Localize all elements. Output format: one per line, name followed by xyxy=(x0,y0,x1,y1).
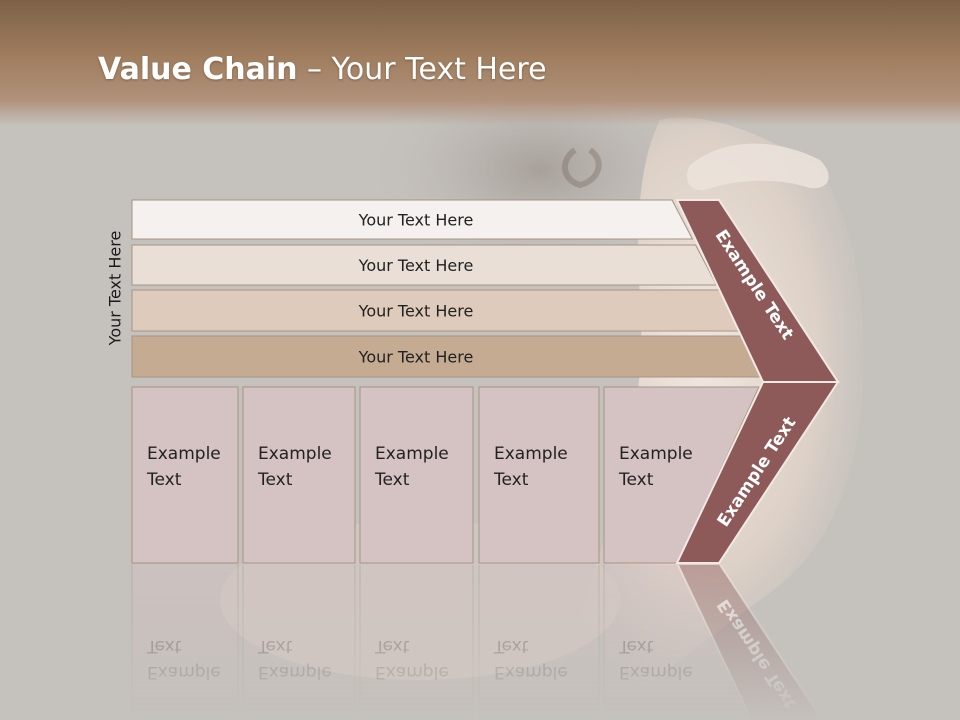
svg-text:Text: Text xyxy=(618,636,654,656)
svg-text:Text: Text xyxy=(146,636,182,656)
svg-text:Text: Text xyxy=(493,636,529,656)
box-reflection: Example Text xyxy=(359,562,474,720)
page-title: Value Chain – Your Text Here xyxy=(98,52,547,87)
boxes-group: ExampleTextExampleTextExampleTextExample… xyxy=(131,386,760,564)
box-shape xyxy=(242,386,356,564)
box-shape xyxy=(359,386,474,564)
box-label-line1: Example xyxy=(147,444,221,464)
svg-text:Text: Text xyxy=(374,636,410,656)
svg-text:Example: Example xyxy=(258,662,332,682)
bar-label: Your Text Here xyxy=(358,256,474,275)
svg-text:Example: Example xyxy=(147,662,221,682)
svg-text:Example: Example xyxy=(619,662,693,682)
box-label-line1: Example xyxy=(494,444,568,464)
svg-text:Text: Text xyxy=(257,636,293,656)
bar-1: Your Text Here xyxy=(131,199,694,240)
box-label-line2: Text xyxy=(146,470,182,490)
box-label-line2: Text xyxy=(618,470,654,490)
bar-label: Your Text Here xyxy=(358,211,474,230)
bar-label: Your Text Here xyxy=(358,348,474,367)
svg-text:Example: Example xyxy=(375,662,449,682)
bar-shape xyxy=(131,199,694,240)
title-rest: – Your Text Here xyxy=(297,52,547,87)
box-shape xyxy=(131,386,239,564)
reflection: ExampleTextExampleTextExampleTextExample… xyxy=(131,562,824,720)
box-reflection: Example Text xyxy=(603,562,751,720)
box-label-line2: Text xyxy=(493,470,529,490)
chevron-lower-shape xyxy=(675,381,840,564)
bar-2: Your Text Here xyxy=(131,244,718,286)
box-label-line2: Text xyxy=(374,470,410,490)
box-shape xyxy=(478,386,600,564)
bar-label: Your Text Here xyxy=(358,302,474,321)
box-label-line1: Example xyxy=(619,444,693,464)
svg-text:Example: Example xyxy=(494,662,568,682)
bar-4: Your Text Here xyxy=(131,335,766,378)
title-bar xyxy=(0,0,960,125)
bar-3: Your Text Here xyxy=(131,289,742,332)
title-bold: Value Chain xyxy=(98,52,298,87)
box-reflection: Example Text xyxy=(478,562,600,720)
box-reflection: Example Text xyxy=(242,562,356,720)
box-label-line1: Example xyxy=(375,444,449,464)
box-reflection: Example Text xyxy=(131,562,239,720)
box-label-line1: Example xyxy=(258,444,332,464)
box-label-line2: Text xyxy=(257,470,293,490)
